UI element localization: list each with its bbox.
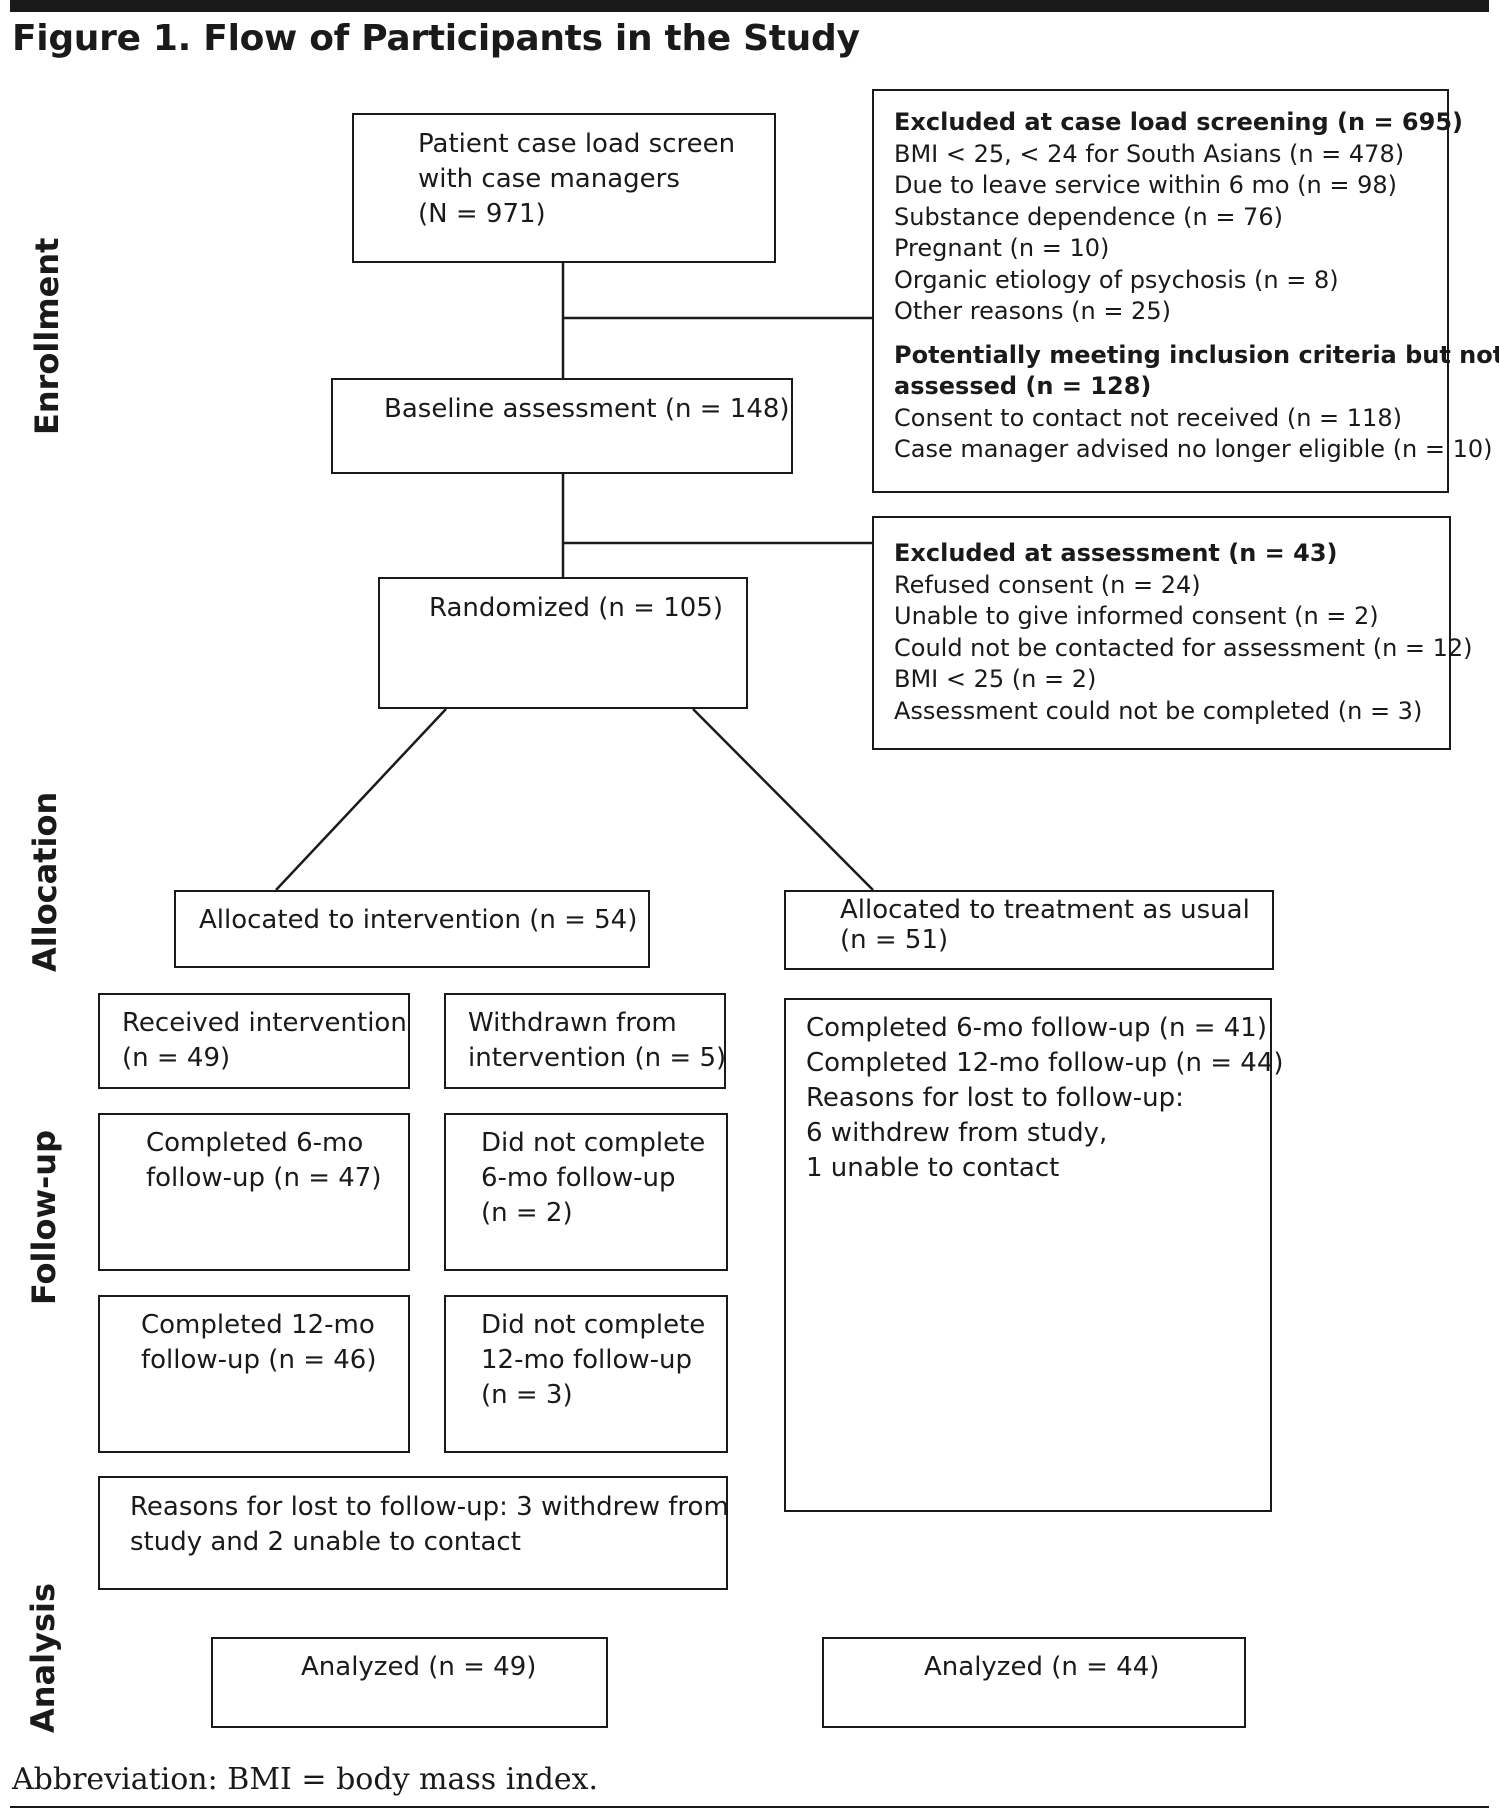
tau-followup-text: Completed 6-mo follow-up (n = 41) Comple… — [806, 1011, 1284, 1186]
lost-reasons-line: Reasons for lost to follow-up: 3 withdre… — [130, 1492, 729, 1522]
completed6-text: Completed 6-mo follow-up (n = 47) — [146, 1126, 381, 1196]
notcompleted12-line: Did not complete — [481, 1310, 706, 1340]
screen-box — [352, 113, 776, 263]
received-line: (n = 49) — [122, 1043, 231, 1073]
completed12-text: Completed 12-mo follow-up (n = 46) — [141, 1308, 376, 1378]
phase-label-followup: Follow-up — [25, 1130, 63, 1305]
tau-followup-line: Reasons for lost to follow-up: — [806, 1083, 1184, 1113]
not-assessed-item: Consent to contact not received (n = 118… — [894, 403, 1402, 432]
tau-followup-line: Completed 12-mo follow-up (n = 44) — [806, 1048, 1284, 1078]
phase-label-allocation: Allocation — [26, 791, 64, 972]
lost-reasons-text: Reasons for lost to follow-up: 3 withdre… — [130, 1490, 729, 1560]
excluded-screening-text: Excluded at case load screening (n = 695… — [894, 107, 1499, 466]
received-text: Received intervention (n = 49) — [122, 1006, 407, 1076]
excluded-screening-item: Substance dependence (n = 76) — [894, 202, 1283, 231]
notcompleted12-text: Did not complete 12-mo follow-up (n = 3) — [481, 1308, 705, 1413]
notcompleted6-line: Did not complete — [481, 1128, 706, 1158]
excluded-assessment-heading: Excluded at assessment (n = 43) — [894, 539, 1338, 567]
completed12-line: Completed 12-mo — [141, 1310, 375, 1340]
alloc-intervention-text: Allocated to intervention (n = 54) — [199, 905, 638, 935]
phase-label-enrollment: Enrollment — [28, 237, 66, 435]
tau-followup-box — [784, 998, 1272, 1512]
baseline-text: Baseline assessment (n = 148) — [384, 394, 790, 424]
screen-text: Patient case load screen with case manag… — [418, 127, 735, 232]
analyzed-intervention-box — [211, 1637, 608, 1728]
notcompleted6-line: (n = 2) — [481, 1198, 573, 1228]
lost-reasons-box — [98, 1476, 728, 1590]
randomized-text: Randomized (n = 105) — [429, 593, 723, 623]
excluded-screening-item: BMI < 25, < 24 for South Asians (n = 478… — [894, 139, 1405, 168]
footnote: Abbreviation: BMI = body mass index. — [12, 1762, 599, 1797]
excluded-assessment-item: Could not be contacted for assessment (n… — [894, 633, 1473, 662]
tau-followup-line: Completed 6-mo follow-up (n = 41) — [806, 1013, 1267, 1043]
connector-to-intervention — [275, 708, 447, 891]
notcompleted6-box — [444, 1113, 728, 1271]
notcompleted12-line: 12-mo follow-up — [481, 1345, 693, 1375]
analyzed-tau-box — [822, 1637, 1246, 1728]
screen-line: (N = 971) — [418, 199, 546, 229]
screen-line: Patient case load screen — [418, 129, 736, 159]
figure-title: Figure 1. Flow of Participants in the St… — [12, 18, 860, 59]
notcompleted12-line: (n = 3) — [481, 1380, 573, 1410]
excluded-assessment-box — [872, 516, 1451, 750]
top-rule — [10, 0, 1489, 12]
withdrawn-box — [444, 993, 726, 1089]
alloc-tau-line: Allocated to treatment as usual — [840, 895, 1250, 925]
withdrawn-line: Withdrawn from — [468, 1008, 677, 1038]
excluded-screening-box — [872, 89, 1449, 493]
received-box — [98, 993, 410, 1089]
excluded-assessment-item: Refused consent (n = 24) — [894, 570, 1201, 599]
received-line: Received intervention — [122, 1008, 407, 1038]
lost-reasons-line: study and 2 unable to contact — [130, 1527, 521, 1557]
analyzed-tau-text: Analyzed (n = 44) — [924, 1652, 1160, 1682]
notcompleted6-line: 6-mo follow-up — [481, 1163, 676, 1193]
excluded-screening-item: Pregnant (n = 10) — [894, 234, 1110, 262]
excluded-assessment-text: Excluded at assessment (n = 43) Refused … — [894, 538, 1473, 727]
notcompleted6-text: Did not complete 6-mo follow-up (n = 2) — [481, 1126, 705, 1231]
not-assessed-heading: assessed (n = 128) — [894, 372, 1152, 400]
alloc-tau-box — [784, 890, 1274, 970]
phase-label-analysis: Analysis — [24, 1582, 62, 1733]
alloc-tau-line: (n = 51) — [840, 925, 949, 955]
not-assessed-item: Case manager advised no longer eligible … — [894, 435, 1493, 463]
completed6-box — [98, 1113, 410, 1271]
withdrawn-text: Withdrawn from intervention (n = 5) — [468, 1006, 726, 1076]
excluded-assessment-item: BMI < 25 (n = 2) — [894, 665, 1097, 693]
excluded-screening-item: Other reasons (n = 25) — [894, 297, 1171, 325]
notcompleted12-box — [444, 1295, 728, 1453]
bottom-rule — [10, 1806, 1489, 1808]
excluded-screening-item: Organic etiology of psychosis (n = 8) — [894, 265, 1339, 294]
analyzed-intervention-text: Analyzed (n = 49) — [301, 1652, 537, 1682]
screen-line: with case managers — [418, 164, 680, 194]
excluded-assessment-item: Assessment could not be completed (n = 3… — [894, 696, 1423, 725]
alloc-intervention-box — [174, 890, 650, 968]
completed12-box — [98, 1295, 410, 1453]
randomized-box — [378, 577, 748, 709]
connector-to-tau — [692, 708, 874, 891]
alloc-tau-text: Allocated to treatment as usual (n = 51) — [840, 895, 1250, 955]
excluded-screening-heading: Excluded at case load screening (n = 695… — [894, 108, 1463, 136]
completed6-line: Completed 6-mo — [146, 1128, 364, 1158]
not-assessed-heading: Potentially meeting inclusion criteria b… — [894, 340, 1499, 369]
baseline-box — [331, 378, 793, 474]
completed12-line: follow-up (n = 46) — [141, 1345, 377, 1375]
completed6-line: follow-up (n = 47) — [146, 1163, 382, 1193]
tau-followup-line: 6 withdrew from study, — [806, 1118, 1108, 1148]
tau-followup-line: 1 unable to contact — [806, 1153, 1060, 1183]
withdrawn-line: intervention (n = 5) — [468, 1043, 727, 1073]
excluded-assessment-item: Unable to give informed consent (n = 2) — [894, 602, 1379, 630]
excluded-screening-item: Due to leave service within 6 mo (n = 98… — [894, 171, 1398, 199]
